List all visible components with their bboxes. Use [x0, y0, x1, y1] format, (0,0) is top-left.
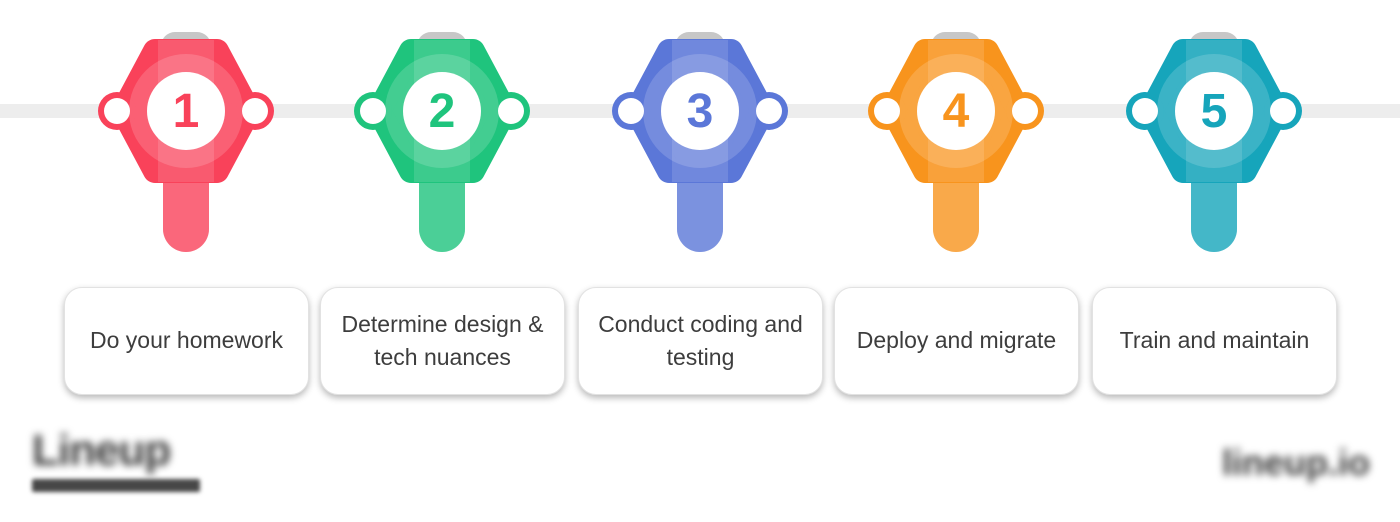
marker-number-disc — [917, 72, 995, 150]
step-4: 4 Deploy and migrate — [834, 0, 1079, 522]
marker-number-disc — [1175, 72, 1253, 150]
step-3-marker-icon: 3 — [612, 32, 788, 252]
step-5: 5 Train and maintain — [1092, 0, 1337, 522]
step-3-label-card: Conduct coding and testing — [578, 287, 823, 395]
step-5-label: Train and maintain — [1119, 327, 1310, 354]
timeline-dot-right — [756, 98, 782, 124]
timeline-dot-right — [242, 98, 268, 124]
timeline-dot-right — [1270, 98, 1296, 124]
step-2-label-card: Determine design & tech nuances — [320, 287, 565, 395]
marker-number-disc — [661, 72, 739, 150]
timeline-dot-right — [498, 98, 524, 124]
timeline-dot-left — [874, 98, 900, 124]
marker-number-disc — [147, 72, 225, 150]
step-number: 1 — [173, 85, 200, 138]
step-5-marker-icon: 5 — [1126, 32, 1302, 252]
step-number: 4 — [943, 85, 970, 138]
step-5-label-card: Train and maintain — [1092, 287, 1337, 395]
right-logo-watermark: lineup.io — [1222, 442, 1370, 483]
marker-number-disc — [403, 72, 481, 150]
step-number: 3 — [687, 85, 714, 138]
step-1: 1 Do your homework — [64, 0, 309, 522]
step-3-label: Conduct coding and testing — [598, 310, 803, 370]
timeline-dot-left — [104, 98, 130, 124]
step-2-marker-icon: 2 — [354, 32, 530, 252]
step-number: 2 — [429, 85, 456, 138]
step-4-marker-icon: 4 — [868, 32, 1044, 252]
timeline-dot-left — [1132, 98, 1158, 124]
step-1-label-card: Do your homework — [64, 287, 309, 395]
timeline-dot-left — [618, 98, 644, 124]
timeline-dot-left — [360, 98, 386, 124]
left-logo-text: Lineup — [32, 426, 171, 475]
step-number: 5 — [1201, 85, 1228, 138]
left-logo-watermark: Lineup — [32, 426, 200, 492]
step-2-label: Determine design & tech nuances — [341, 310, 544, 370]
step-4-label: Deploy and migrate — [856, 327, 1057, 354]
step-1-label: Do your homework — [89, 327, 284, 354]
step-4-label-card: Deploy and migrate — [834, 287, 1079, 395]
step-2: 2 Determine design & tech nuances — [320, 0, 565, 522]
timeline-dot-right — [1012, 98, 1038, 124]
step-3: 3 Conduct coding and testing — [578, 0, 823, 522]
left-logo-tagline-bar — [32, 479, 200, 492]
step-1-marker-icon: 1 — [98, 32, 274, 252]
